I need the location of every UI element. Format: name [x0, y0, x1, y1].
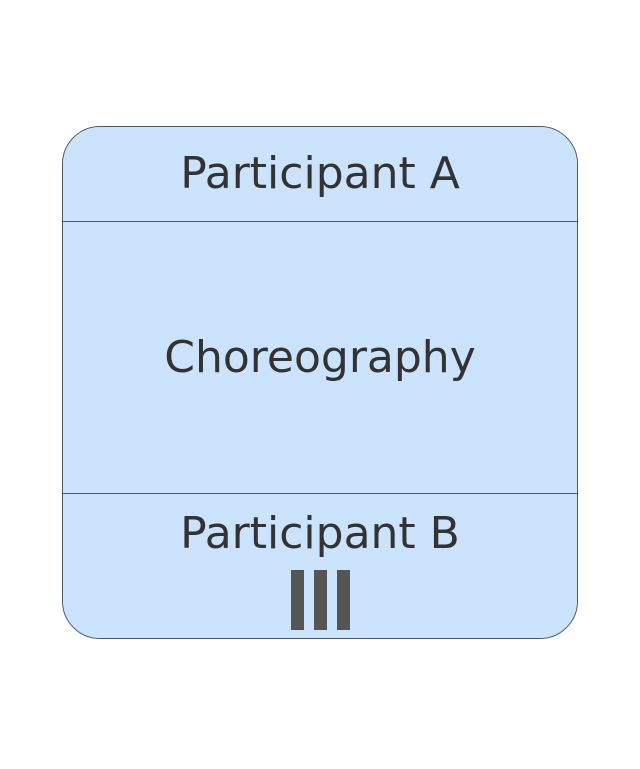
choreography-task-label: Choreography [164, 331, 476, 383]
choreography-task-name-band[interactable]: Choreography [63, 222, 577, 494]
multi-instance-parallel-icon [290, 570, 350, 630]
multi-instance-bar-2 [313, 570, 327, 630]
multi-instance-bar-3 [336, 570, 350, 630]
choreography-task-shape[interactable]: Participant A Choreography Participant B [62, 126, 578, 639]
participant-a-label: Participant A [180, 148, 460, 199]
participant-band-responding[interactable]: Participant B [63, 494, 577, 638]
multi-instance-bar-1 [290, 570, 304, 630]
participant-band-initiating[interactable]: Participant A [63, 127, 577, 222]
participant-b-label: Participant B [180, 508, 460, 559]
